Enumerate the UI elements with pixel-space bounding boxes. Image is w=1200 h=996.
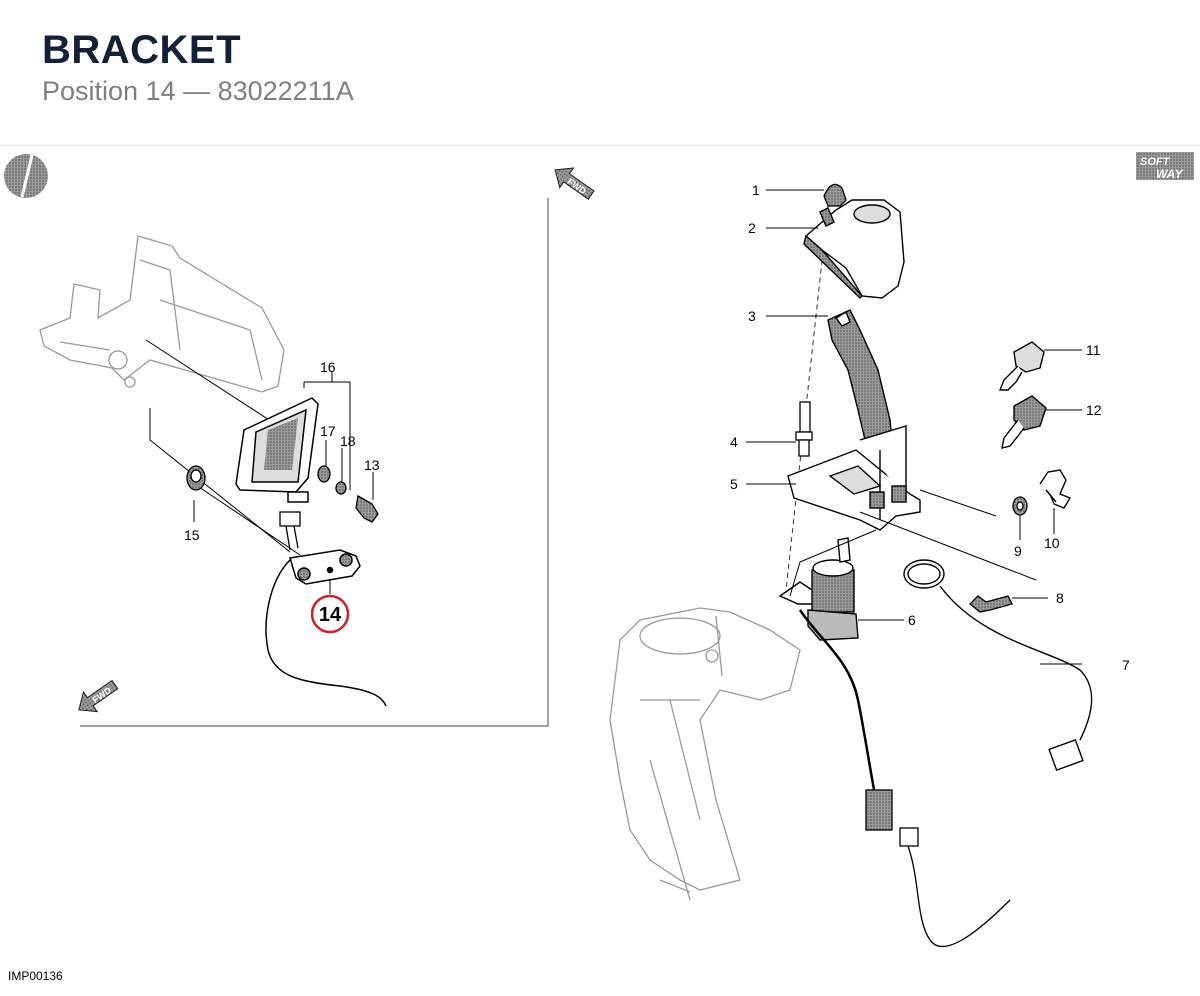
bracket-plate-drawing: [235, 397, 319, 503]
callout-10: 10: [1044, 535, 1060, 551]
fwd-arrow-icon: FWD: [554, 167, 595, 200]
callout-5: 5: [730, 476, 738, 492]
part-12-key-drawing: [1001, 395, 1047, 449]
grommet-drawing: [186, 465, 206, 491]
callout-14: 14: [319, 604, 342, 626]
inset-frame: [80, 198, 549, 727]
callout-9: 9: [1014, 543, 1022, 559]
callout-1: 1: [752, 182, 760, 198]
softway-logo-top: SOFT: [1140, 156, 1171, 168]
part-1-cap-drawing: [823, 183, 847, 207]
harness-connector-drawing: [865, 789, 919, 847]
dashed-leader: [785, 205, 829, 591]
parts-diagram: SOFT WAY FWD FWD: [0, 146, 1200, 991]
callout-8: 8: [1056, 590, 1064, 606]
part-6-ignition-switch-drawing: [778, 537, 859, 641]
part-14-bracket-drawing: [289, 549, 361, 585]
softway-logo-bottom: WAY: [1156, 167, 1183, 181]
part-10-clip-drawing: [1039, 469, 1072, 509]
callout-18: 18: [340, 433, 356, 449]
callout-13: 13: [364, 457, 380, 473]
part-3-strap-drawing: [827, 309, 893, 449]
callout-16: 16: [320, 359, 336, 375]
callout-17: 17: [320, 423, 336, 439]
harness-tail-drawing: [907, 845, 1011, 947]
frame-bracket-drawing: [39, 235, 285, 393]
part-8-bolt-drawing: [969, 595, 1013, 613]
callout-11: 11: [1086, 342, 1101, 358]
callout-2: 2: [748, 220, 756, 236]
fwd-arrow-icon: FWD: [78, 679, 119, 713]
connector-drawing: [279, 511, 301, 551]
part-2-cover-drawing: [803, 199, 905, 299]
brand-logo-icon: [4, 154, 48, 198]
right-leader-lines: [746, 189, 1082, 665]
callout-12: 12: [1086, 402, 1102, 418]
callout-7: 7: [1122, 657, 1130, 673]
parts-diagram-svg: SOFT WAY FWD FWD: [4, 152, 1194, 947]
hardware-drawing: [317, 465, 379, 523]
callout-3: 3: [748, 308, 756, 324]
highlighted-callout-14[interactable]: 14: [310, 594, 350, 634]
page-subtitle: Position 14 — 83022211A: [42, 76, 354, 106]
part-7-antenna-drawing: [903, 559, 1093, 772]
softway-logo: SOFT WAY: [1136, 152, 1194, 181]
part-4-stud-drawing: [795, 401, 813, 457]
header: BRACKET Position 14 — 83022211A: [0, 0, 1200, 146]
part-11-key-drawing: [998, 341, 1045, 391]
callout-4: 4: [730, 434, 738, 450]
part-5-bracket-drawing: [787, 425, 921, 531]
image-code: IMP00136: [8, 969, 63, 983]
page-title: BRACKET: [42, 28, 242, 72]
callout-15: 15: [184, 527, 200, 543]
ignition-harness-drawing: [798, 609, 878, 801]
main-frame-drawing: [609, 607, 801, 901]
part-9-washer-drawing: [1012, 496, 1028, 516]
cable-drawing: [265, 559, 387, 707]
callout-6: 6: [908, 612, 916, 628]
